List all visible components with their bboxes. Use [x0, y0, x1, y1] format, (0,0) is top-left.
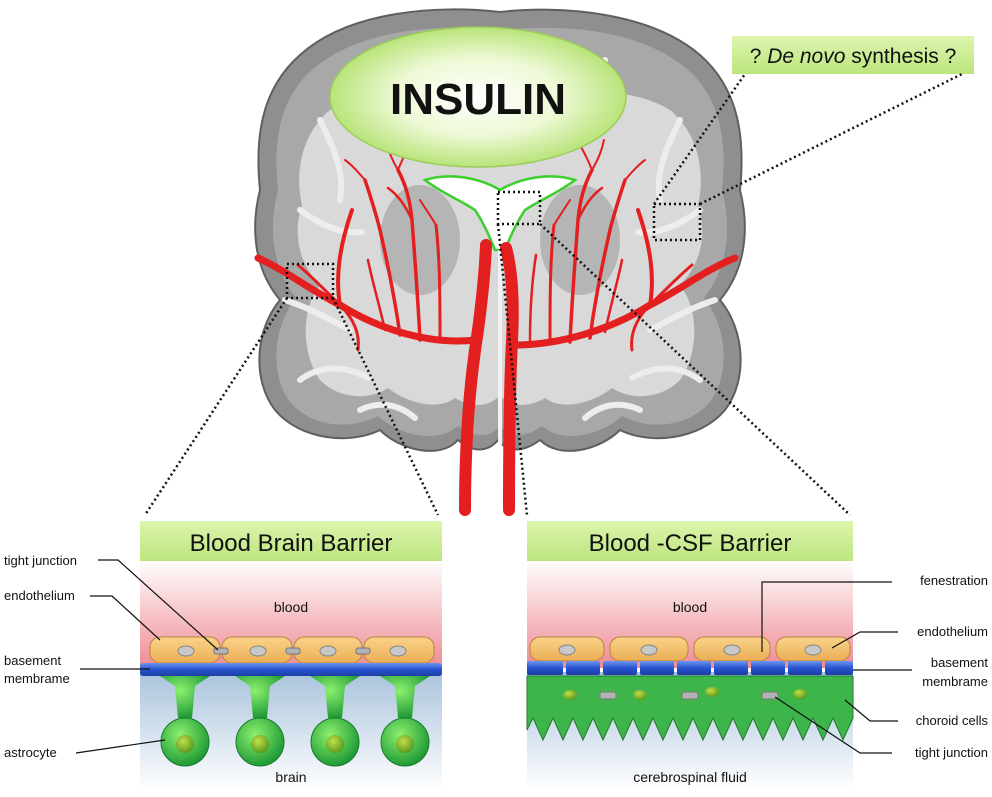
insulin-title: INSULIN — [390, 75, 566, 124]
bcsf-endothelium-label: endothelium — [917, 624, 988, 639]
de-novo-suffix: synthesis ? — [845, 45, 956, 68]
bbb-astrocytes — [160, 676, 430, 767]
bcsf-choroid-cells — [526, 675, 854, 742]
bbb-basement-membrane — [140, 663, 442, 676]
zoom-box-synthesis — [652, 202, 702, 242]
blood-vessels — [254, 139, 739, 516]
bcsf-tight-junction-label: tight junction — [915, 745, 988, 760]
bbb-basement-label-1: basement — [4, 653, 61, 668]
bbb-tight-junction-label: tight junction — [4, 553, 77, 568]
bcsf-basement-membrane — [527, 661, 853, 675]
astrocyte-1 — [160, 676, 210, 767]
de-novo-banner — [732, 36, 974, 74]
bcsf-blood-label: blood — [673, 599, 707, 615]
de-novo-text: ? De novo synthesis ? — [750, 45, 957, 68]
insulin-label-group: INSULIN — [329, 26, 627, 168]
bbb-title: Blood Brain Barrier — [190, 530, 393, 557]
bbb-leader-lines — [75, 559, 219, 754]
bcsf-panel: Blood -CSF Barrier blood — [526, 521, 989, 790]
de-novo-italic: De novo — [767, 45, 846, 68]
bcsf-endothelium — [529, 636, 851, 662]
de-novo-box: ? De novo synthesis ? — [732, 36, 974, 74]
bbb-endothelium — [149, 636, 435, 664]
bcsf-leader-lines — [761, 581, 912, 754]
zoom-box-csf — [496, 190, 542, 226]
deep-nucleus-right — [540, 185, 620, 295]
bbb-basement-label-2: membrame — [4, 671, 70, 686]
bbb-blood-label: blood — [274, 599, 308, 615]
bcsf-fenestration-label: fenestration — [920, 573, 988, 588]
bcsf-banner — [527, 521, 853, 561]
bbb-panel: Blood Brain Barrier blood — [4, 521, 442, 790]
bcsf-basement-label-1: basement — [931, 655, 988, 670]
astrocyte-4 — [380, 676, 430, 767]
bbb-brain-label: brain — [275, 769, 306, 785]
astrocyte-3 — [310, 676, 360, 767]
bcsf-title: Blood -CSF Barrier — [589, 530, 792, 557]
bbb-astrocyte-label: astrocyte — [4, 745, 57, 760]
bbb-banner — [140, 521, 442, 561]
zoom-indicators — [143, 72, 963, 516]
astrocyte-2 — [235, 676, 285, 767]
bbb-endothelium-label: endothelium — [4, 588, 75, 603]
vessel-trunk-right — [500, 242, 519, 516]
de-novo-prefix: ? — [750, 45, 768, 68]
insulin-ellipse — [329, 26, 627, 168]
lateral-ventricles — [422, 175, 578, 252]
bcsf-fluid-label: cerebrospinal fluid — [633, 769, 747, 785]
bcsf-choroid-label: choroid cells — [916, 713, 989, 728]
bcsf-basement-label-2: membrame — [922, 674, 988, 689]
